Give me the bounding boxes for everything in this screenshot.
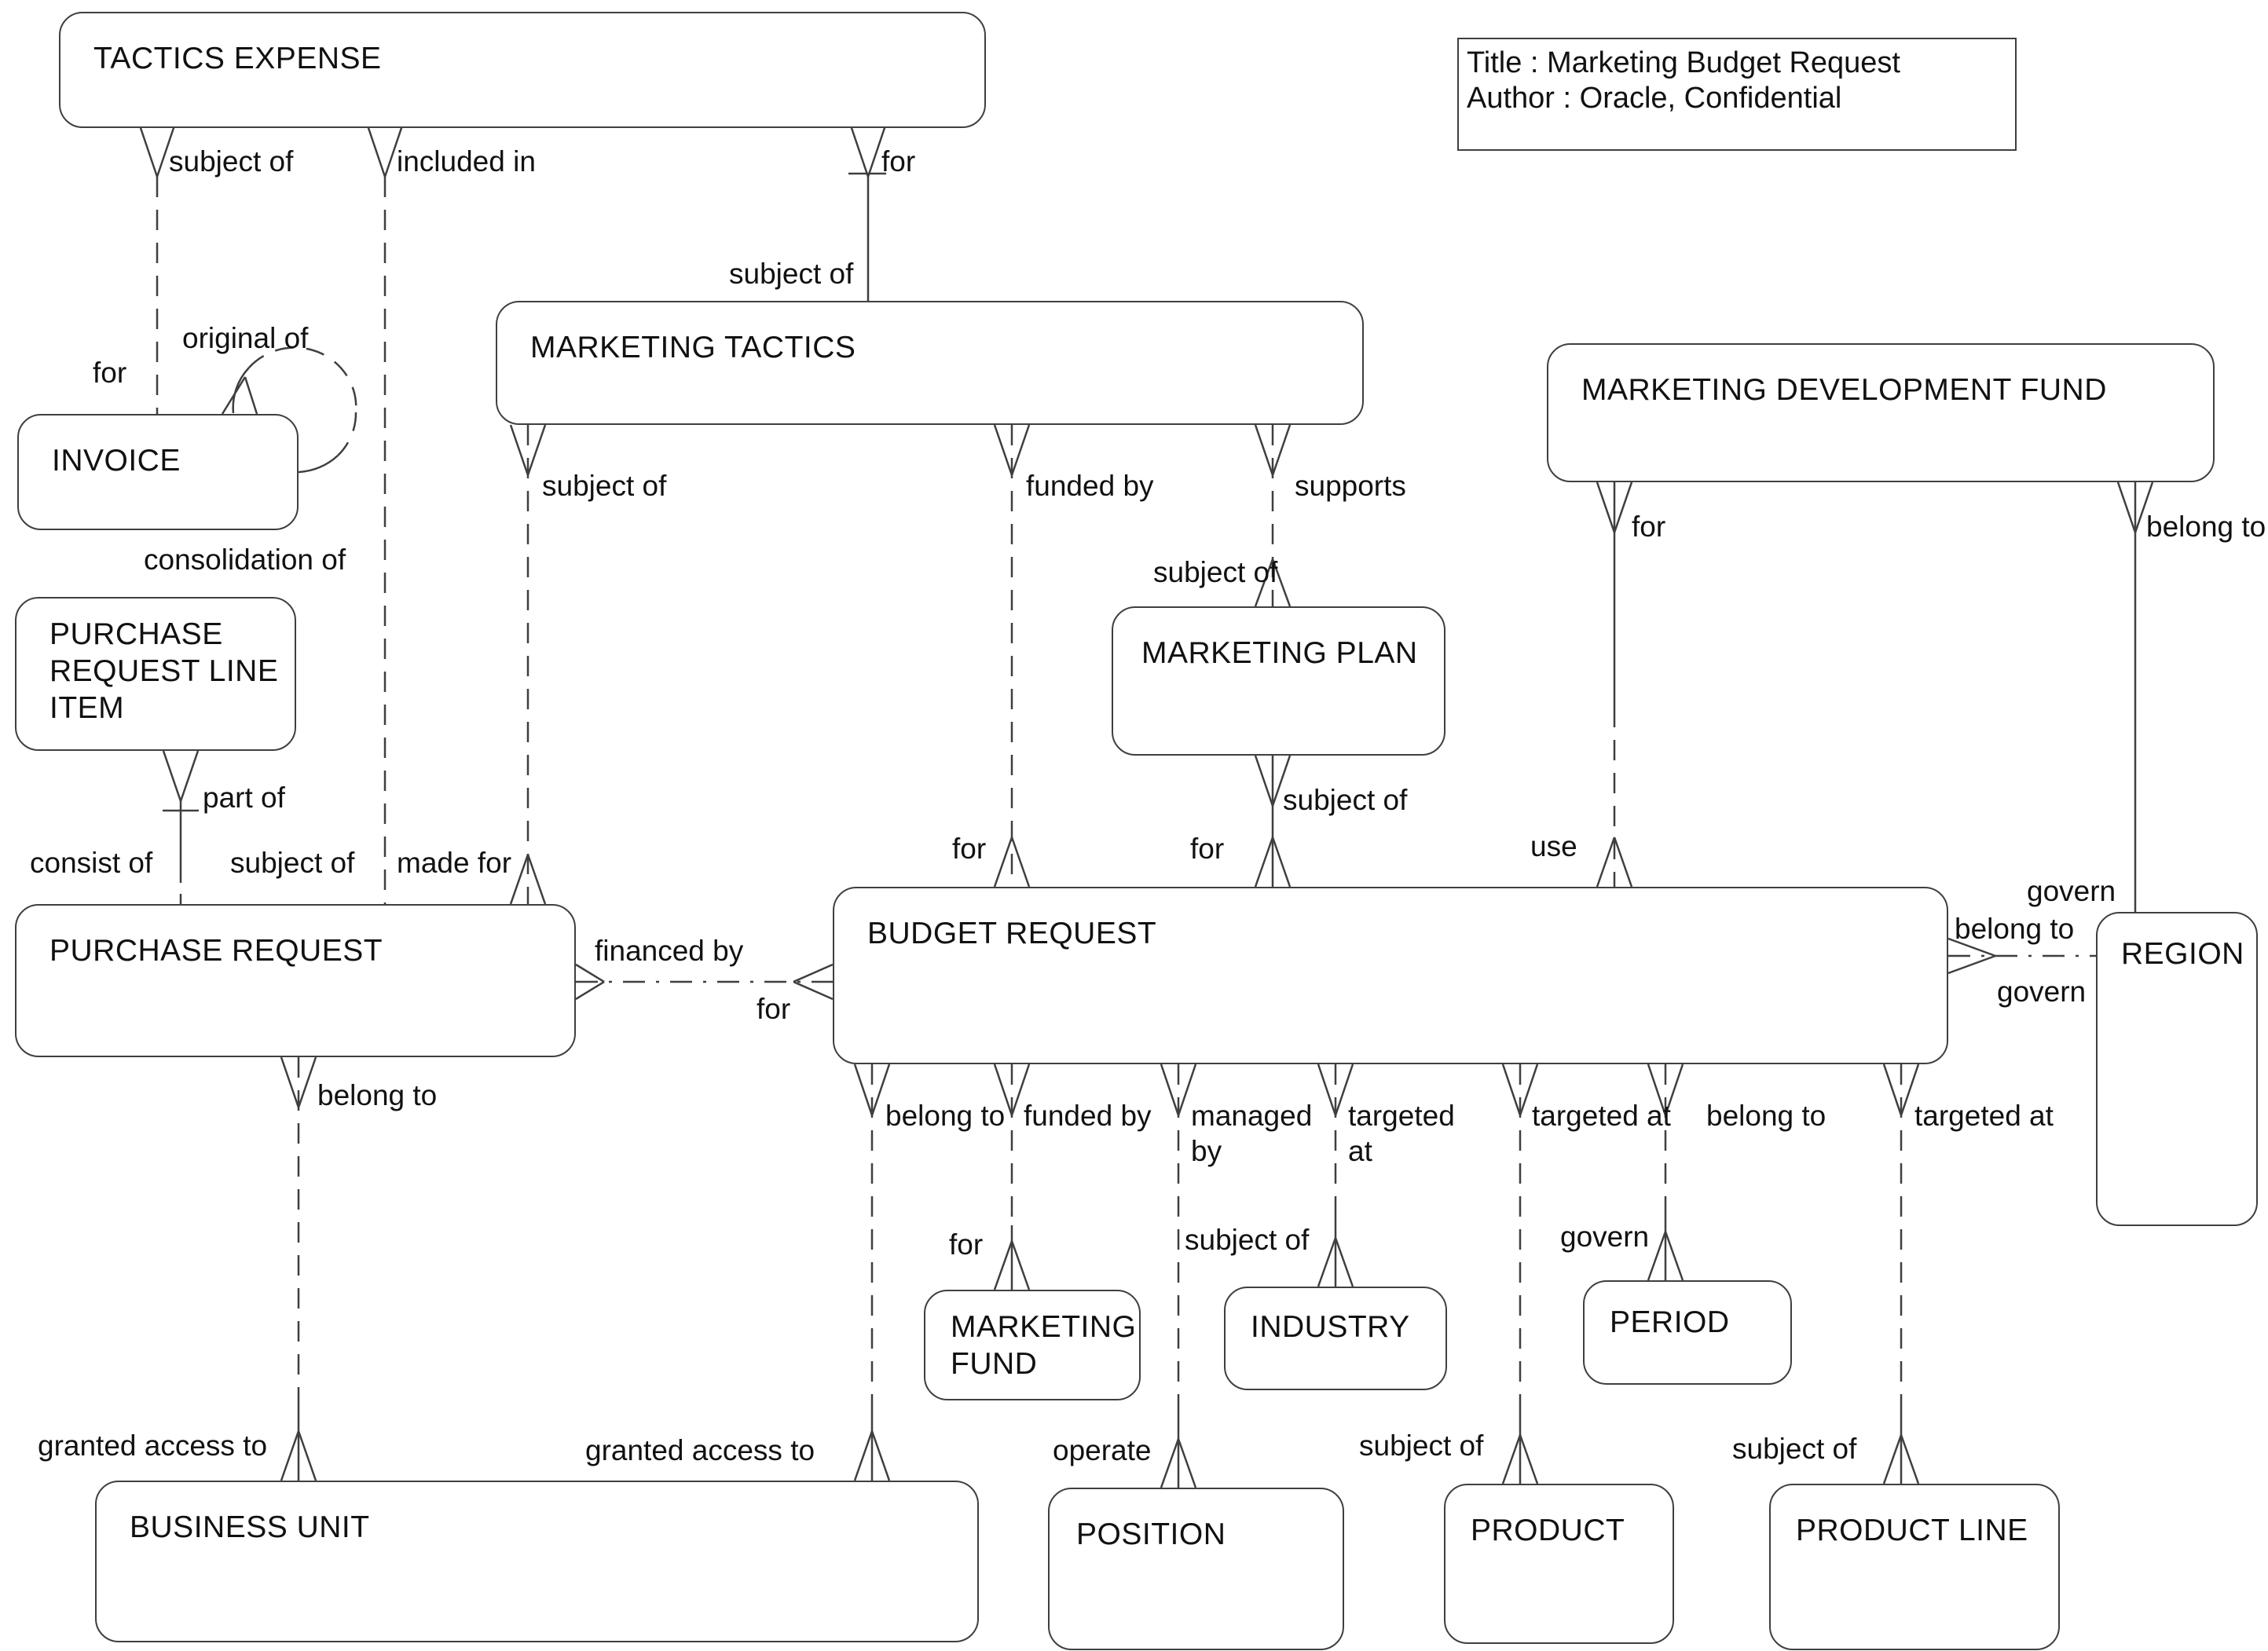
entity-label: PRODUCT: [1471, 1514, 1625, 1547]
rel-label-inv-for: for: [93, 357, 127, 389]
rel-marketing-tactics-purchase-request: [509, 424, 547, 905]
entity-industry[interactable]: INDUSTRY: [1224, 1287, 1447, 1390]
entity-position[interactable]: POSITION: [1048, 1488, 1344, 1650]
entity-label: BUDGET REQUEST: [867, 917, 1157, 950]
entity-label: MARKETING FUND: [951, 1310, 1137, 1381]
rel-budget-request-position: [1160, 1063, 1197, 1488]
entity-label: MARKETING DEVELOPMENT FUND: [1581, 373, 2107, 407]
diagram-title: Title : Marketing Budget Request: [1467, 46, 1900, 79]
rel-label-pr-financed-by: financed by: [595, 935, 744, 967]
entity-marketing-fund[interactable]: MARKETING FUND: [924, 1290, 1141, 1400]
rel-label-br-use: use: [1530, 830, 1577, 862]
rel-label-pr-belong-to: belong to: [317, 1079, 438, 1111]
rel-label-industry-subject-of: subject of: [1185, 1224, 1310, 1256]
rel-label-product-subject-of: subject of: [1359, 1430, 1484, 1462]
entity-budget-request[interactable]: BUDGET REQUEST: [833, 887, 1948, 1064]
rel-marketing-tactics-budget-request: [993, 424, 1031, 888]
rel-prli-purchase-request: [162, 750, 200, 904]
entity-label: PRODUCT LINE: [1796, 1514, 2028, 1547]
entity-marketing-tactics[interactable]: MARKETING TACTICS: [496, 301, 1364, 425]
entity-purchase-request-line-item[interactable]: PURCHASE REQUEST LINE ITEM: [15, 597, 296, 751]
entity-purchase-request[interactable]: PURCHASE REQUEST: [15, 904, 576, 1057]
rel-label-inv-consolidation-of: consolidation of: [144, 544, 346, 576]
rel-label-mp-subject-of-bottom: subject of: [1283, 784, 1408, 816]
rel-tactics-expense-marketing-tactics: [848, 125, 887, 301]
rel-label-br-belong-to-period: belong to: [1706, 1100, 1826, 1132]
rel-mdf-budget-request: [1596, 481, 1633, 888]
rel-label-position-operate: operate: [1053, 1434, 1152, 1466]
rel-label-pr-consist-of: consist of: [30, 847, 153, 879]
rel-label-bu-granted-access-pr: granted access to: [38, 1430, 268, 1462]
diagram-title-box: Title : Marketing Budget Request Author …: [1457, 38, 2017, 151]
entity-label: MARKETING TACTICS: [530, 331, 856, 364]
rel-label-br-managed-by: managed by: [1191, 1100, 1313, 1167]
rel-label-br-targeted-at-industry: targeted at: [1348, 1100, 1455, 1167]
rel-label-te-for: for: [881, 145, 916, 178]
entity-label: PERIOD: [1610, 1305, 1730, 1339]
entity-label: POSITION: [1076, 1517, 1226, 1551]
rel-label-region-govern-top: govern: [2027, 875, 2116, 907]
rel-label-br-belong-to-bu: belong to: [885, 1100, 1006, 1132]
entity-invoice[interactable]: INVOICE: [17, 414, 299, 530]
rel-label-prli-part-of: part of: [203, 782, 285, 814]
rel-invoice-self-loop: [221, 346, 357, 474]
rel-budget-request-region: [1947, 937, 2096, 975]
rel-marketing-tactics-marketing-plan: [1254, 424, 1292, 607]
rel-tactics-expense-invoice: [138, 125, 176, 414]
entity-label: PURCHASE REQUEST: [49, 934, 383, 968]
entity-tactics-expense[interactable]: TACTICS EXPENSE: [59, 12, 986, 128]
entity-label: MARKETING PLAN: [1141, 636, 1418, 670]
rel-label-te-included-in: included in: [397, 145, 536, 178]
rel-label-br-targeted-at-product: targeted at: [1532, 1100, 1671, 1132]
rel-label-region-govern-mid: govern: [1997, 976, 2087, 1008]
rel-budget-request-product: [1501, 1063, 1539, 1484]
entity-product-line[interactable]: PRODUCT LINE: [1769, 1484, 2060, 1650]
rel-mdf-region: [2116, 481, 2154, 912]
rel-label-pl-subject-of: subject of: [1732, 1433, 1857, 1465]
rel-label-mt-subject-of-top: subject of: [729, 258, 854, 290]
rel-label-br-funded-by: funded by: [1024, 1100, 1152, 1132]
rel-label-br-for-pr: for: [757, 993, 791, 1025]
rel-budget-request-industry: [1317, 1063, 1354, 1287]
rel-label-inv-original-of: original of: [182, 322, 309, 354]
rel-label-pr-made-for: made for: [397, 847, 512, 879]
entity-business-unit[interactable]: BUSINESS UNIT: [95, 1481, 979, 1642]
rel-label-mf-for: for: [949, 1228, 984, 1261]
entity-region[interactable]: REGION: [2096, 912, 2258, 1226]
rel-label-br-for-mt: for: [952, 833, 987, 865]
rel-budget-request-product-line: [1882, 1063, 1920, 1484]
entity-label: INDUSTRY: [1251, 1310, 1410, 1344]
entity-marketing-plan[interactable]: MARKETING PLAN: [1112, 606, 1445, 756]
rel-label-region-belong-to: belong to: [1955, 913, 2075, 945]
rel-label-mt-supports: supports: [1295, 470, 1406, 502]
rel-marketing-plan-budget-request: [1254, 755, 1292, 888]
rel-label-te-subject-of: subject of: [169, 145, 294, 178]
entity-product[interactable]: PRODUCT: [1444, 1484, 1674, 1644]
rel-label-mt-subject-of: subject of: [542, 470, 667, 502]
rel-budget-request-period: [1647, 1063, 1684, 1281]
rel-label-br-targeted-at-pl: targeted at: [1914, 1100, 2054, 1132]
entity-label: TACTICS EXPENSE: [93, 42, 382, 75]
diagram-author: Author : Oracle, Confidential: [1467, 82, 1842, 115]
entity-label: REGION: [2121, 937, 2244, 971]
rel-tactics-expense-purchase-request: [366, 125, 404, 904]
rel-label-mp-subject-of-top: subject of: [1153, 556, 1278, 588]
entity-marketing-development-fund[interactable]: MARKETING DEVELOPMENT FUND: [1547, 343, 2215, 482]
rel-label-mdf-belong-to: belong to: [2146, 511, 2266, 543]
rel-budget-request-marketing-fund: [993, 1063, 1031, 1290]
rel-label-pr-subject-of: subject of: [230, 847, 355, 879]
rel-label-mt-funded-by: funded by: [1026, 470, 1154, 502]
rel-purchase-request-business-unit: [280, 1056, 317, 1481]
rel-budget-request-business-unit: [853, 1063, 891, 1481]
entity-label: PURCHASE REQUEST LINE ITEM: [49, 617, 279, 725]
rel-label-period-govern: govern: [1560, 1221, 1650, 1253]
rel-label-mdf-for: for: [1632, 511, 1666, 543]
entity-period[interactable]: PERIOD: [1583, 1280, 1792, 1385]
rel-purchase-request-budget-request: [575, 963, 834, 1001]
rel-label-bu-granted-access-br: granted access to: [585, 1434, 815, 1466]
rel-label-br-for-mp: for: [1190, 833, 1225, 865]
entity-label: BUSINESS UNIT: [130, 1510, 370, 1544]
entity-label: INVOICE: [52, 444, 181, 478]
